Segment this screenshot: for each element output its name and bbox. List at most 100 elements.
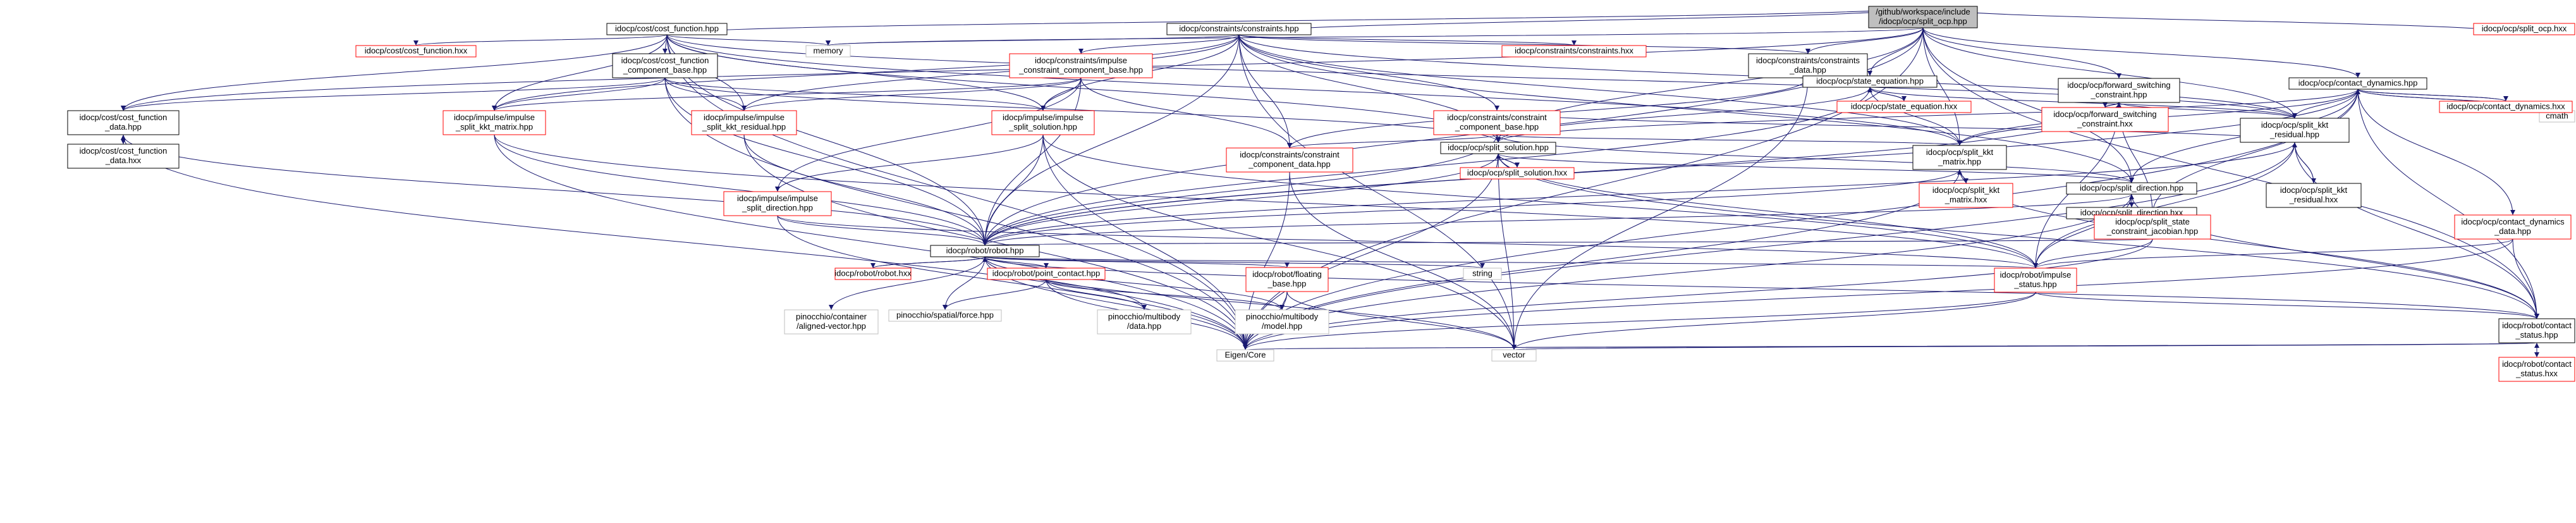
node-box: [1802, 75, 1938, 88]
node-label: vector: [1503, 350, 1525, 359]
edge-impulse_constraint_component_base-to-robot_hpp: [982, 77, 1082, 246]
node-cost-function-component-base[interactable]: idocp/cost/cost_function_component_base.…: [612, 53, 718, 78]
node-label: _base.hpp: [1267, 279, 1307, 288]
node-constraints-hxx[interactable]: idocp/constraints/constraints.hxx: [1501, 45, 1647, 58]
edge-split_kkt_matrix_hpp-to-contact_status_hpp: [1959, 169, 2539, 319]
node-constraints-data[interactable]: idocp/constraints/constraints_data.hpp: [1748, 53, 1868, 78]
node-cost-function-data-hpp[interactable]: idocp/cost/cost_function_data.hpp: [67, 110, 180, 135]
node-label: idocp/ocp/forward_switching: [2067, 80, 2170, 90]
node-box: [1919, 183, 2013, 208]
node-split-solution-hxx[interactable]: idocp/ocp/split_solution.hxx: [1460, 167, 1575, 180]
node-split-kkt-residual-hpp[interactable]: idocp/ocp/split_kkt_residual.hpp: [2240, 118, 2350, 143]
node-constraint-component-base[interactable]: idocp/constraints/constraint_component_b…: [1433, 110, 1561, 135]
node-impulse-split-solution[interactable]: idocp/impulse/impulse_split_solution.hpp: [991, 110, 1095, 135]
node-point-contact[interactable]: idocp/robot/point_contact.hpp: [987, 268, 1106, 280]
edge-cost_function_component_base-to-cost_function_data_hpp: [121, 77, 666, 111]
node-box: [2041, 107, 2169, 132]
node-contact-dynamics-hxx[interactable]: idocp/ocp/contact_dynamics.hxx: [2439, 101, 2573, 113]
node-box: [888, 309, 1002, 322]
node-impulse-status[interactable]: idocp/robot/impulse_status.hpp: [1994, 268, 2077, 293]
edge-contact_status_hpp-to-eigen_core: [1245, 342, 2537, 350]
edge-contact_dynamics_data-to-eigen_core: [1243, 238, 2513, 350]
node-impulse-split-kkt-residual[interactable]: idocp/impulse/impulse_split_kkt_residual…: [691, 110, 797, 135]
node-box: [612, 53, 718, 78]
node-state-equation-hxx[interactable]: idocp/ocp/state_equation.hxx: [1836, 101, 1972, 113]
node-box: [930, 245, 1040, 257]
node-box: [2498, 357, 2575, 382]
edge-contact_dynamics_data-to-impulse_status: [2033, 238, 2513, 269]
edge-floating_base-to-multibody_model: [1279, 291, 1288, 311]
node-cost-function-hxx[interactable]: idocp/cost/cost_function.hxx: [355, 45, 477, 58]
edge-split_kkt_residual_hpp-to-impulse_status: [2033, 142, 2295, 269]
node-split-kkt-residual-hxx[interactable]: idocp/ocp/split_kkt_residual.hxx: [2266, 183, 2362, 208]
node-box: [2058, 78, 2180, 103]
node-label: idocp/robot/point_contact.hpp: [992, 268, 1101, 278]
node-split-direction-hpp[interactable]: idocp/ocp/split_direction.hpp: [2066, 182, 2197, 195]
edge-constraint_component_base-to-split_kkt_matrix_hpp: [1496, 134, 1962, 146]
edge-robot_hxx-to-robot_hpp: [872, 256, 987, 269]
node-root[interactable]: /github/workspace/include/idocp/ocp/spli…: [1868, 6, 1978, 28]
edge-impulse_split_solution-to-vector: [1042, 134, 1517, 350]
node-label: idocp/ocp/split_ocp.hxx: [2482, 23, 2567, 33]
node-label: string: [1472, 268, 1492, 278]
node-label: idocp/ocp/split_direction.hpp: [2080, 183, 2183, 192]
node-impulse-split-kkt-matrix[interactable]: idocp/impulse/impulse_split_kkt_matrix.h…: [443, 110, 546, 135]
edge-impulse_status-to-vector: [1511, 292, 2036, 350]
node-multibody-data: pinocchio/multibody/data.hpp: [1097, 309, 1192, 335]
node-robot-hpp[interactable]: idocp/robot/robot.hpp: [930, 245, 1040, 257]
edge-root-to-forward_switching_hpp: [1922, 27, 2121, 79]
node-contact-status-hxx[interactable]: idocp/robot/contact_status.hxx: [2498, 357, 2575, 382]
node-label: idocp/ocp/split_kkt: [1926, 147, 1994, 157]
edge-cost_function_hpp-to-cost_function_data_hpp: [121, 34, 668, 111]
node-forward-switching-hpp[interactable]: idocp/ocp/forward_switching_constraint.h…: [2058, 78, 2180, 103]
node-floating-base[interactable]: idocp/robot/floating_base.hpp: [1245, 267, 1329, 292]
node-cost-function-hpp[interactable]: idocp/cost/cost_function.hpp: [606, 23, 728, 35]
node-robot-hxx[interactable]: idocp/robot/robot.hxx: [834, 268, 912, 280]
edge-cost_function_hpp-to-memory: [666, 34, 831, 46]
node-split-ocp-hxx[interactable]: idocp/ocp/split_ocp.hxx: [2473, 23, 2575, 35]
node-label: idocp/ocp/split_state: [2115, 217, 2190, 226]
node-label: _data.hpp: [1789, 65, 1826, 75]
edge-contact_dynamics_hpp-to-contact_dynamics_data: [2357, 89, 2515, 216]
edge-split_kkt_matrix_hxx-to-split_kkt_matrix_hpp: [1957, 169, 1967, 184]
node-impulse-split-direction[interactable]: idocp/impulse/impulse_split_direction.hp…: [723, 191, 832, 216]
node-label: _matrix.hpp: [1938, 157, 1981, 166]
edge-cost_function_hpp-to-impulse_split_kkt_matrix: [492, 34, 668, 111]
node-label: _data.hxx: [105, 156, 142, 165]
node-box: [1245, 267, 1329, 292]
node-label: pinocchio/container: [796, 312, 867, 321]
edge-impulse_split_kkt_residual-to-robot_hpp: [743, 134, 987, 246]
edge-constraint_component_base-to-robot_hpp: [982, 134, 1498, 246]
edge-impulse_constraint_component_base-to-constraint_component_data: [1080, 77, 1292, 149]
edge-impulse_split_solution-to-eigen_core: [1042, 134, 1248, 350]
node-contact-status-hpp[interactable]: idocp/robot/contact_status.hpp: [2498, 318, 2575, 343]
node-split-solution-hpp[interactable]: idocp/ocp/split_solution.hpp: [1440, 142, 1556, 154]
node-box: [1463, 268, 1502, 280]
node-constraint-component-data[interactable]: idocp/constraints/constraint_component_d…: [1226, 147, 1353, 173]
node-box: [987, 268, 1106, 280]
node-contact-dynamics-data[interactable]: idocp/ocp/contact_dynamics_data.hpp: [2454, 214, 2572, 240]
node-contact-dynamics-hpp[interactable]: idocp/ocp/contact_dynamics.hpp: [2288, 77, 2427, 90]
node-box: [991, 110, 1095, 135]
node-split-kkt-matrix-hxx[interactable]: idocp/ocp/split_kkt_matrix.hxx: [1919, 183, 2013, 208]
node-multibody-model: pinocchio/multibody/model.hpp: [1235, 309, 1329, 335]
node-label: idocp/constraints/constraints.hpp: [1179, 23, 1298, 33]
node-label: _constraint.hpp: [2091, 90, 2147, 99]
node-state-equation-hpp[interactable]: idocp/ocp/state_equation.hpp: [1802, 75, 1938, 88]
node-cost-function-data-hxx[interactable]: idocp/cost/cost_function_data.hxx: [67, 144, 180, 169]
edge-impulse_split_direction-to-impulse_status: [777, 215, 2038, 269]
node-impulse-constraint-component-base[interactable]: idocp/constraints/impulse_constraint_com…: [1009, 53, 1153, 78]
node-split-kkt-matrix-hpp[interactable]: idocp/ocp/split_kkt_matrix.hpp: [1912, 145, 2007, 170]
node-cmath: cmath: [2539, 110, 2575, 123]
edge-contact_status_hpp-to-vector: [1513, 342, 2537, 350]
edge-split_state_constraint_jacobian-to-robot_hpp: [984, 238, 2153, 246]
edge-state_equation_hxx-to-state_equation_hpp: [1867, 87, 1905, 102]
node-split-state-constraint-jacobian[interactable]: idocp/ocp/split_state_constraint_jacobia…: [2094, 214, 2211, 240]
edge-state_equation_hpp-to-robot_hpp: [982, 87, 1871, 246]
edge-root-to-cost_function_hpp: [664, 6, 1924, 35]
node-forward-switching-hxx[interactable]: idocp/ocp/forward_switching_constraint.h…: [2041, 107, 2169, 132]
node-constraints-hpp[interactable]: idocp/constraints/constraints.hpp: [1166, 23, 1312, 35]
node-label: pinocchio/multibody: [1246, 312, 1319, 321]
edge-cost_function_component_base-to-impulse_split_kkt_matrix: [492, 77, 666, 111]
node-box: [1226, 147, 1353, 173]
